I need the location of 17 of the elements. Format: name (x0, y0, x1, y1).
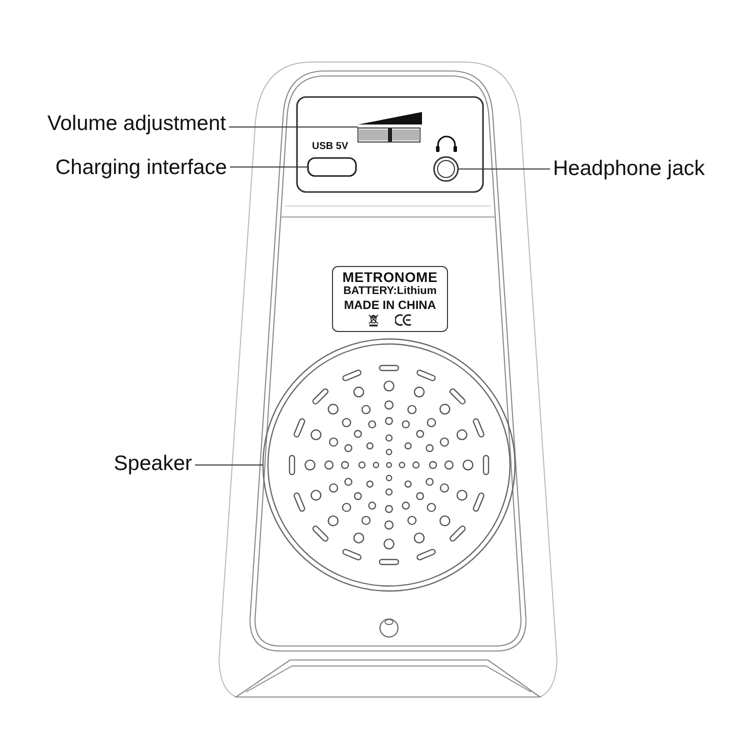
leader-line (228, 126, 358, 128)
plate-text: MADE IN CHINA (344, 298, 436, 312)
label-plate (332, 266, 448, 332)
speaker-grille (262, 338, 516, 592)
callout-label: Headphone jack (553, 157, 705, 181)
leader-line (194, 464, 264, 466)
headphone-jack (433, 156, 459, 182)
leader-line (458, 168, 550, 170)
port-label: USB 5V (312, 141, 348, 153)
callout-label: Volume adjustment (47, 112, 226, 136)
volume-slider (358, 112, 422, 142)
plate-text: BATTERY:Lithium (343, 284, 437, 298)
callout-label: Charging interface (55, 156, 227, 180)
callout-label: Speaker (114, 452, 192, 476)
leader-line (230, 166, 308, 168)
usb-port (307, 157, 357, 177)
plate-text: METRONOME (342, 270, 438, 284)
